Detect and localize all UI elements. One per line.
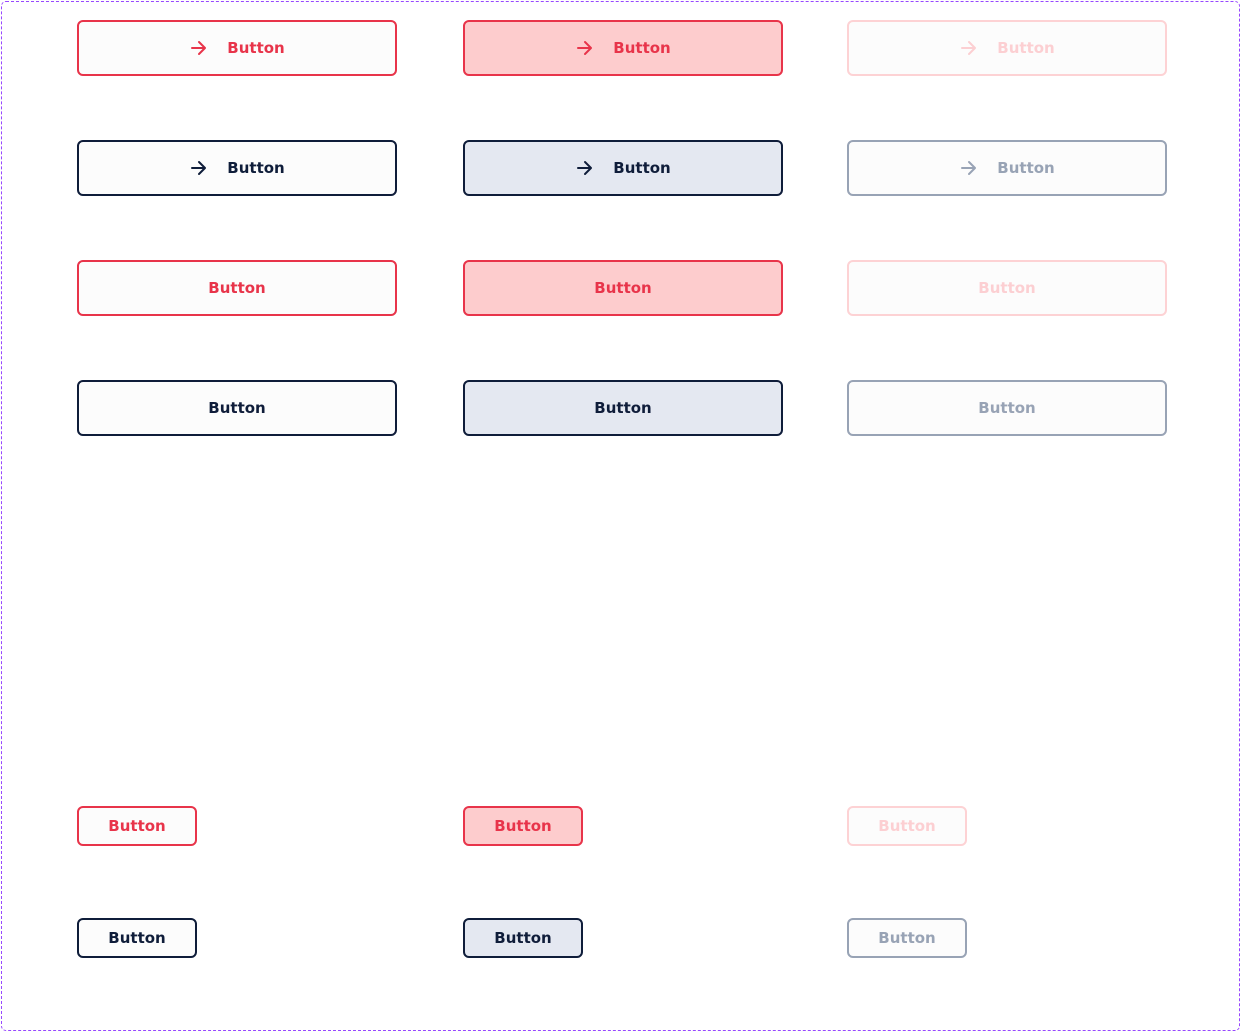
- arrow-right-icon: [575, 158, 595, 178]
- button-label: Button: [997, 39, 1055, 57]
- button-label: Button: [208, 399, 266, 417]
- button-label: Button: [594, 399, 652, 417]
- arrow-right-icon: [959, 158, 979, 178]
- button-label: Button: [208, 279, 266, 297]
- large-navy-button-active[interactable]: Button: [463, 380, 783, 436]
- button-label: Button: [878, 929, 936, 947]
- large-icon-red-button-active[interactable]: Button: [463, 20, 783, 76]
- large-red-button-active[interactable]: Button: [463, 260, 783, 316]
- button-label: Button: [494, 929, 552, 947]
- button-label: Button: [613, 159, 671, 177]
- large-icon-navy-button-disabled[interactable]: Button: [847, 140, 1167, 196]
- button-label: Button: [227, 39, 285, 57]
- button-label: Button: [108, 929, 166, 947]
- button-label: Button: [978, 279, 1036, 297]
- large-icon-red-button-disabled[interactable]: Button: [847, 20, 1167, 76]
- large-red-button-disabled[interactable]: Button: [847, 260, 1167, 316]
- large-navy-button-default[interactable]: Button: [77, 380, 397, 436]
- small-navy-button-disabled[interactable]: Button: [847, 918, 967, 958]
- arrow-right-icon: [189, 158, 209, 178]
- button-label: Button: [227, 159, 285, 177]
- button-label: Button: [978, 399, 1036, 417]
- large-red-button-default[interactable]: Button: [77, 260, 397, 316]
- large-icon-navy-button-active[interactable]: Button: [463, 140, 783, 196]
- button-label: Button: [108, 817, 166, 835]
- button-label: Button: [613, 39, 671, 57]
- small-navy-button-active[interactable]: Button: [463, 918, 583, 958]
- button-label: Button: [878, 817, 936, 835]
- large-icon-navy-button-default[interactable]: Button: [77, 140, 397, 196]
- small-red-button-active[interactable]: Button: [463, 806, 583, 846]
- large-navy-button-disabled[interactable]: Button: [847, 380, 1167, 436]
- arrow-right-icon: [189, 38, 209, 58]
- large-icon-red-button-default[interactable]: Button: [77, 20, 397, 76]
- small-navy-button-default[interactable]: Button: [77, 918, 197, 958]
- arrow-right-icon: [959, 38, 979, 58]
- button-label: Button: [594, 279, 652, 297]
- arrow-right-icon: [575, 38, 595, 58]
- button-label: Button: [997, 159, 1055, 177]
- button-label: Button: [494, 817, 552, 835]
- small-red-button-disabled[interactable]: Button: [847, 806, 967, 846]
- small-red-button-default[interactable]: Button: [77, 806, 197, 846]
